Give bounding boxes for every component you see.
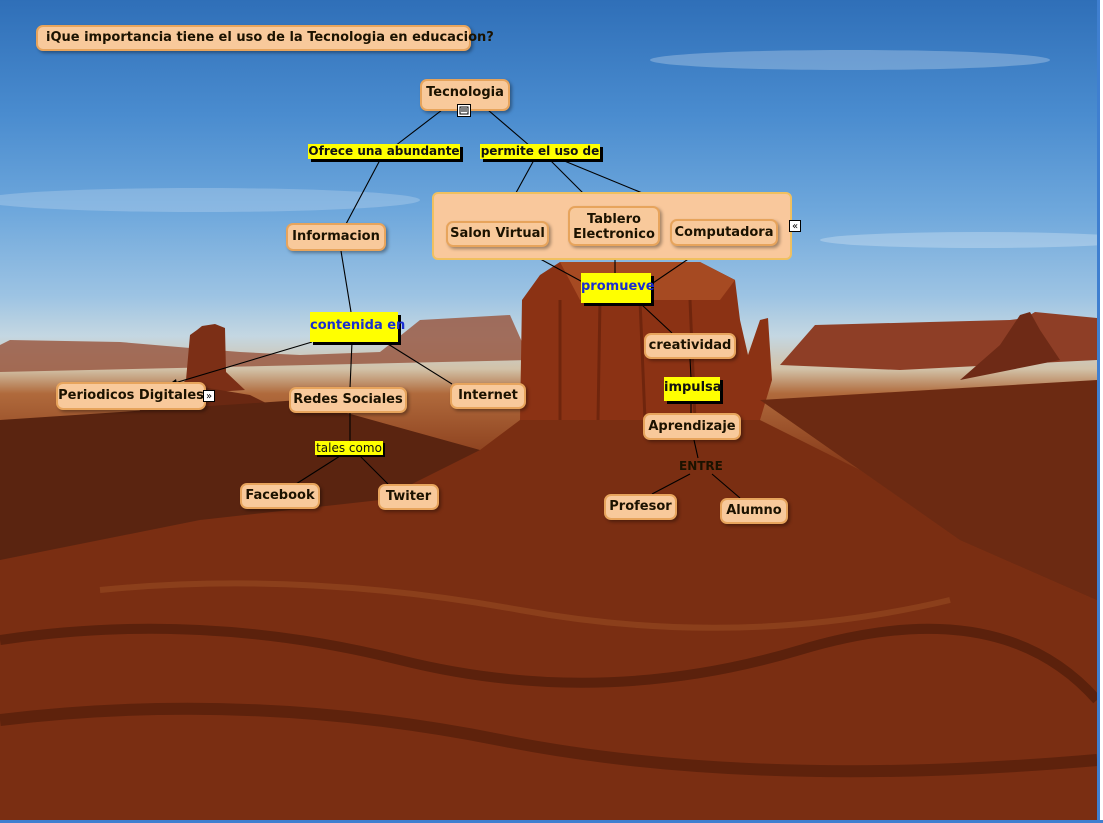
concept-label: Tablero Electronico — [573, 212, 655, 242]
link-contenida[interactable]: contenida en — [310, 312, 405, 342]
concept-salon-virtual[interactable]: Salon Virtual — [446, 221, 549, 247]
expand-right-icon[interactable]: » — [203, 390, 215, 402]
concept-tecnologia[interactable]: Tecnologia — [420, 79, 510, 111]
concept-tablero-electronico[interactable]: Tablero Electronico — [568, 206, 660, 246]
concept-redes-sociales[interactable]: Redes Sociales — [289, 387, 407, 413]
link-tales-como[interactable]: tales como — [315, 441, 383, 455]
concept-computadora[interactable]: Computadora — [670, 219, 778, 246]
map-title: iQue importancia tiene el uso de la Tecn… — [36, 25, 494, 51]
concept-label: Tecnologia — [426, 85, 504, 100]
concept-twiter[interactable]: Twiter — [378, 484, 439, 510]
link-impulsa[interactable]: impulsa — [664, 377, 722, 401]
link-permite[interactable]: permite el uso de — [480, 144, 600, 159]
link-entre[interactable]: ENTRE — [679, 459, 723, 473]
concept-periodicos-digitales[interactable]: Periodicos Digitales — [56, 382, 206, 410]
link-ofrece[interactable]: Ofrece una abundante — [308, 144, 460, 159]
concept-creatividad[interactable]: creatividad — [644, 333, 736, 359]
concept-alumno[interactable]: Alumno — [720, 498, 788, 524]
concept-informacion[interactable]: Informacion — [286, 223, 386, 251]
concept-aprendizaje[interactable]: Aprendizaje — [643, 413, 741, 440]
connector-lines — [167, 109, 741, 499]
collapse-left-icon[interactable]: « — [789, 220, 801, 232]
concept-internet[interactable]: Internet — [450, 383, 526, 409]
document-icon[interactable] — [457, 104, 471, 117]
concept-facebook[interactable]: Facebook — [240, 483, 320, 509]
concept-profesor[interactable]: Profesor — [604, 494, 677, 520]
canvas-border — [0, 820, 1103, 823]
link-promueve[interactable]: promueve — [581, 273, 655, 303]
